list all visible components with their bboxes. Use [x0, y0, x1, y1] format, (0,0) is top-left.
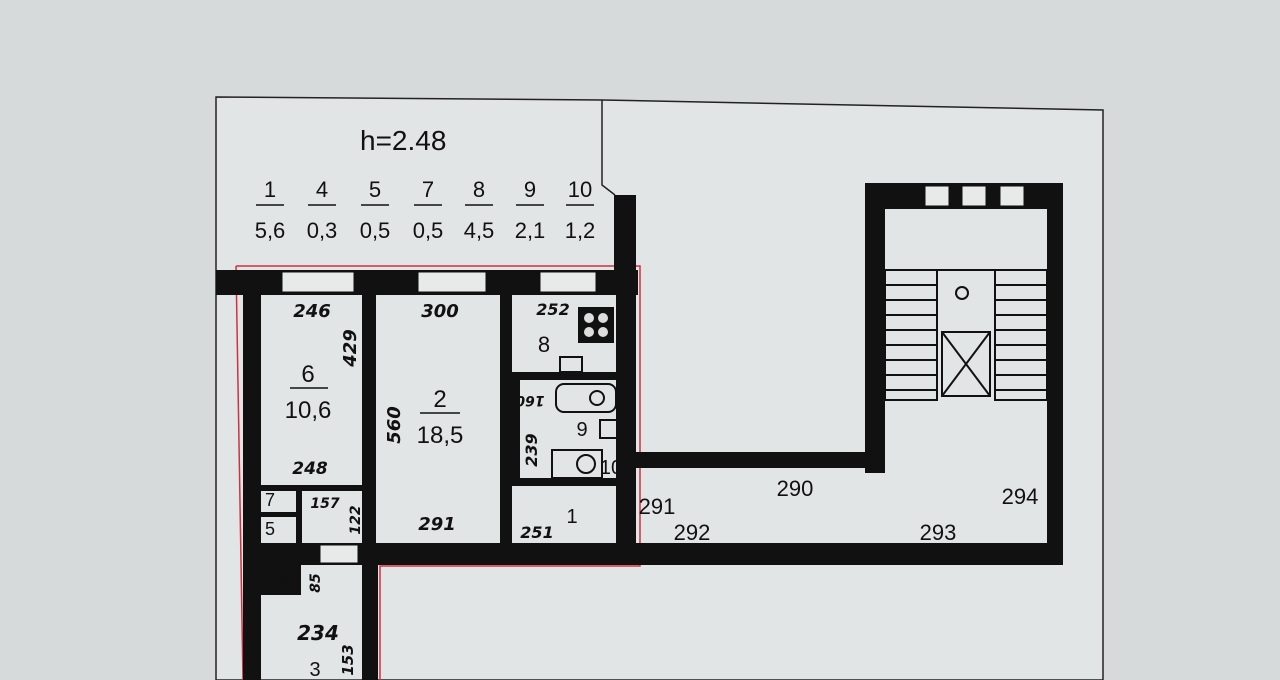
legend-item: 92,1	[515, 177, 546, 243]
room-6-label: 610,6	[285, 361, 332, 424]
svg-text:293: 293	[920, 520, 957, 545]
svg-text:291: 291	[418, 514, 456, 535]
svg-text:2: 2	[433, 386, 446, 413]
washbasin-icon	[599, 419, 619, 439]
room-7-label: 7	[265, 490, 275, 510]
svg-text:122: 122	[348, 505, 364, 534]
svg-text:4: 4	[316, 177, 328, 202]
svg-text:294: 294	[1002, 484, 1039, 509]
room-4-label: 4	[278, 568, 288, 588]
area-legend: 15,6 40,3 50,5 70,5 84,5 92,1 101,2	[255, 177, 596, 243]
windows	[281, 185, 1025, 564]
svg-text:7: 7	[422, 177, 434, 202]
svg-text:0,5: 0,5	[413, 218, 444, 243]
svg-text:429: 429	[340, 329, 361, 368]
svg-text:5,6: 5,6	[255, 218, 286, 243]
room-8-label: 8	[538, 332, 550, 357]
svg-text:239: 239	[522, 433, 541, 466]
legend-item: 101,2	[565, 177, 596, 243]
legend-item: 70,5	[413, 177, 444, 243]
svg-text:290: 290	[777, 476, 814, 501]
svg-text:85: 85	[308, 573, 324, 593]
legend-item: 50,5	[360, 177, 391, 243]
room-9-label: 9	[576, 419, 587, 441]
legend-item: 40,3	[307, 177, 338, 243]
room-2-label: 218,5	[417, 386, 464, 449]
svg-text:248: 248	[292, 459, 328, 479]
svg-text:560: 560	[384, 406, 405, 444]
svg-text:246: 246	[293, 301, 331, 322]
svg-text:300: 300	[421, 301, 459, 322]
svg-text:292: 292	[674, 520, 711, 545]
room-5-label: 5	[265, 519, 275, 539]
svg-text:6: 6	[301, 361, 314, 388]
svg-text:9: 9	[524, 177, 536, 202]
svg-text:5: 5	[369, 177, 381, 202]
svg-text:18,5: 18,5	[417, 422, 464, 449]
svg-text:153: 153	[339, 644, 357, 675]
stairs	[884, 269, 1048, 401]
svg-text:0,5: 0,5	[360, 218, 391, 243]
svg-text:0,3: 0,3	[307, 218, 338, 243]
svg-text:251: 251	[520, 523, 553, 542]
room-3-label: 3	[309, 659, 320, 680]
ceiling-height-label: h=2.48	[360, 125, 446, 156]
svg-text:10,6: 10,6	[285, 397, 332, 424]
room-10-label: 10	[600, 457, 622, 479]
apartment-outline	[235, 265, 641, 680]
svg-text:252: 252	[536, 300, 569, 319]
elevator-icon	[941, 331, 991, 397]
sink-icon	[559, 356, 583, 373]
legend-item: 15,6	[255, 177, 286, 243]
room-1-label: 1	[566, 506, 577, 528]
svg-text:1,2: 1,2	[565, 218, 596, 243]
stove-icon	[578, 307, 614, 343]
svg-text:157: 157	[310, 496, 339, 512]
svg-text:160: 160	[515, 392, 544, 408]
svg-text:2,1: 2,1	[515, 218, 546, 243]
drain-icon	[955, 286, 969, 300]
svg-text:10: 10	[568, 177, 592, 202]
legend-item: 84,5	[464, 177, 495, 243]
dimensions: 246 300 252 429 560 248 157 122 291 251 …	[292, 300, 1038, 676]
svg-text:4,5: 4,5	[464, 218, 495, 243]
svg-text:234: 234	[297, 621, 339, 645]
svg-text:1: 1	[264, 177, 276, 202]
toilet-icon	[551, 449, 603, 479]
svg-text:291: 291	[639, 494, 676, 519]
bathtub-icon	[555, 383, 617, 413]
svg-text:8: 8	[473, 177, 485, 202]
